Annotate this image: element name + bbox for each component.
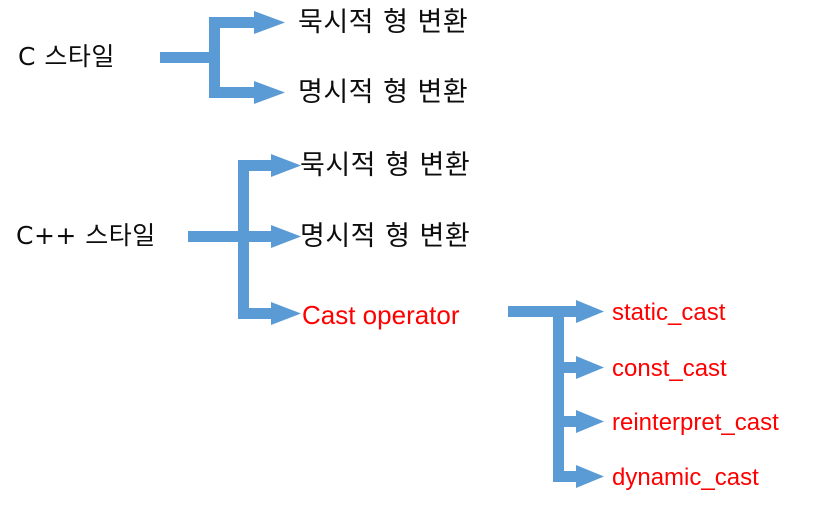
c-style-branch-1-arrowhead	[254, 11, 285, 34]
node-c-style: C 스타일	[18, 42, 115, 71]
c-style-stem	[160, 52, 218, 63]
cast-branch-1-arrowhead	[576, 300, 604, 323]
c-style-spine	[209, 17, 220, 98]
cpp-style-spine	[238, 160, 249, 319]
cast-branch-2-arrowhead	[576, 356, 604, 379]
cast-branch-1-shaft	[553, 306, 578, 317]
node-cpp-explicit-conversion: 명시적 형 변환	[300, 221, 471, 252]
node-c-explicit-conversion: 명시적 형 변환	[298, 77, 469, 108]
node-cpp-implicit-conversion: 묵시적 형 변환	[300, 150, 471, 181]
cpp-style-branch-3-shaft	[238, 308, 273, 319]
c-style-branch-1-shaft	[209, 17, 256, 28]
cast-branch-2-shaft	[553, 362, 578, 373]
node-const-cast: const_cast	[612, 355, 727, 382]
cast-branch-3-arrowhead	[576, 410, 604, 433]
cpp-style-branch-3-arrowhead	[271, 302, 301, 325]
node-reinterpret-cast: reinterpret_cast	[612, 409, 779, 436]
cast-branch-4-shaft	[553, 471, 578, 482]
node-cast-operator: Cast operator	[302, 300, 460, 330]
cast-operator-spine	[553, 306, 564, 482]
node-dynamic-cast: dynamic_cast	[612, 464, 759, 491]
cpp-style-branch-2-arrowhead	[271, 225, 301, 248]
cast-branch-4-arrowhead	[576, 465, 604, 488]
node-static-cast: static_cast	[612, 299, 726, 326]
node-cpp-style: C++ 스타일	[16, 221, 156, 250]
cpp-style-branch-1-shaft	[238, 160, 273, 171]
cpp-style-branch-2-shaft	[238, 231, 273, 242]
cpp-style-stem	[188, 231, 248, 242]
c-style-branch-2-arrowhead	[254, 81, 285, 104]
cast-operator-stem	[508, 306, 560, 317]
cpp-style-branch-1-arrowhead	[271, 154, 301, 177]
cast-branch-3-shaft	[553, 416, 578, 427]
c-style-branch-2-shaft	[209, 87, 256, 98]
node-c-implicit-conversion: 묵시적 형 변환	[298, 7, 469, 38]
